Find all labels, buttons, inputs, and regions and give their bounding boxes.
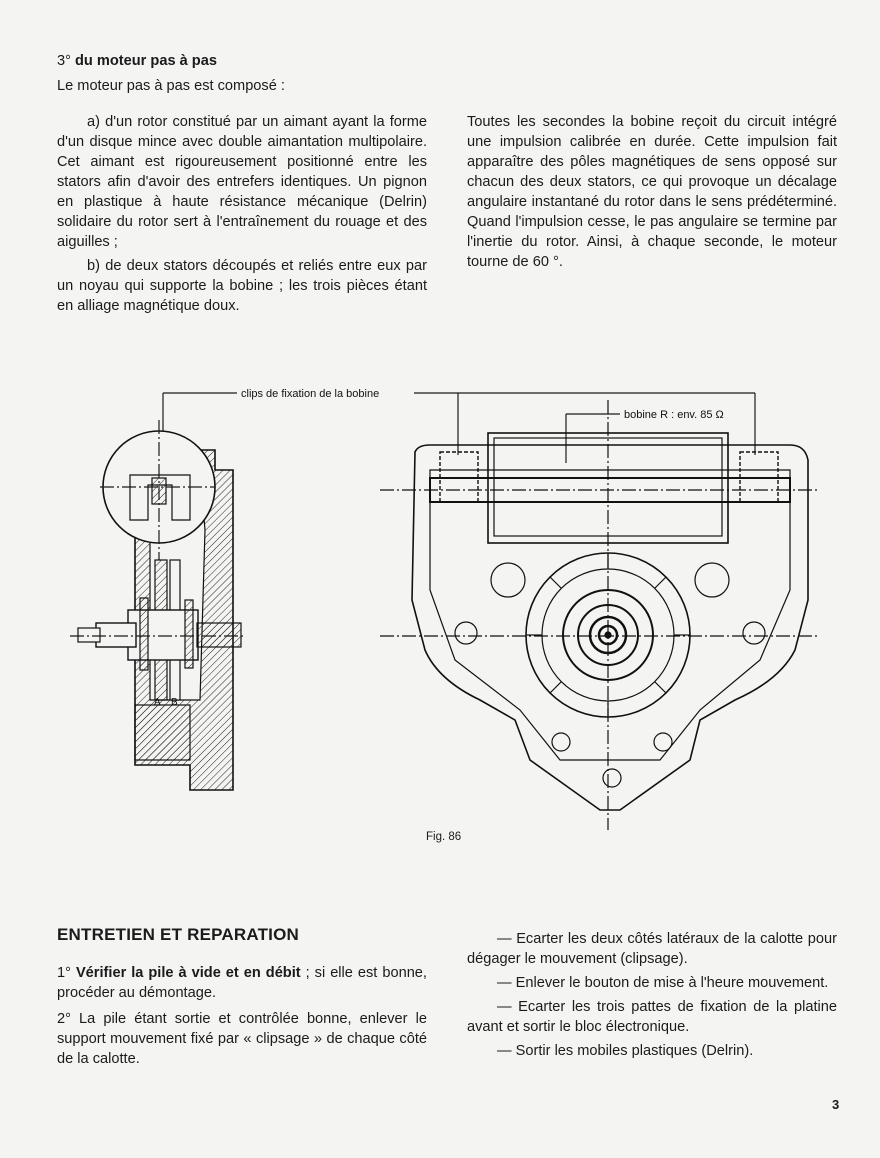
step-1: 1° Vérifier la pile à vide et en débit ;… bbox=[57, 963, 427, 1003]
maintenance-right: — Ecarter les deux côtés latéraux de la … bbox=[467, 929, 837, 1065]
section-number: 3° bbox=[57, 53, 71, 69]
maintenance-left: 1° Vérifier la pile à vide et en débit ;… bbox=[57, 963, 427, 1073]
step-1-rest: ; si elle est bonne, procéder au démonta… bbox=[57, 965, 427, 1001]
rotor-poles bbox=[526, 553, 690, 717]
figure-caption: Fig. 86 bbox=[426, 831, 462, 843]
dash-item-3: — Ecarter les trois pattes de fixation d… bbox=[467, 999, 837, 1035]
dash-item-2: — Enlever le bouton de mise à l'heure mo… bbox=[497, 975, 829, 991]
paragraph-a: a) d'un rotor constitué par un aimant ay… bbox=[57, 114, 427, 250]
step-2: 2° La pile étant sortie et contrôlée bon… bbox=[57, 1011, 427, 1067]
side-section-view bbox=[70, 420, 245, 791]
label-clips: clips de fixation de la bobine bbox=[241, 388, 379, 400]
page-number: 3 bbox=[832, 1097, 840, 1112]
dash-item-4: — Sortir les mobiles plastiques (Delrin)… bbox=[497, 1043, 754, 1059]
front-view bbox=[380, 400, 820, 830]
step-1-number: 1° bbox=[57, 965, 71, 981]
section-title: du moteur pas à pas bbox=[75, 53, 217, 69]
dash-item-1: — Ecarter les deux côtés latéraux de la … bbox=[467, 931, 837, 967]
section-lead: Le moteur pas à pas est composé : bbox=[57, 78, 285, 94]
section-heading: 3° du moteur pas à pas bbox=[57, 52, 217, 70]
paragraph-b: b) de deux stators découpés et reliés en… bbox=[57, 258, 427, 314]
right-column-text: Toutes les secondes la bobine reçoit du … bbox=[467, 112, 837, 276]
step-1-bold: Vérifier la pile à vide et en débit bbox=[75, 965, 301, 981]
maintenance-heading: ENTRETIEN ET REPARATION bbox=[57, 925, 299, 944]
label-a: A bbox=[154, 697, 161, 708]
label-bobine: bobine R : env. 85 Ω bbox=[624, 409, 724, 421]
label-b: B bbox=[171, 697, 178, 708]
paragraph-impulsion: Toutes les secondes la bobine reçoit du … bbox=[467, 114, 837, 270]
left-column-text: a) d'un rotor constitué par un aimant ay… bbox=[57, 112, 427, 320]
